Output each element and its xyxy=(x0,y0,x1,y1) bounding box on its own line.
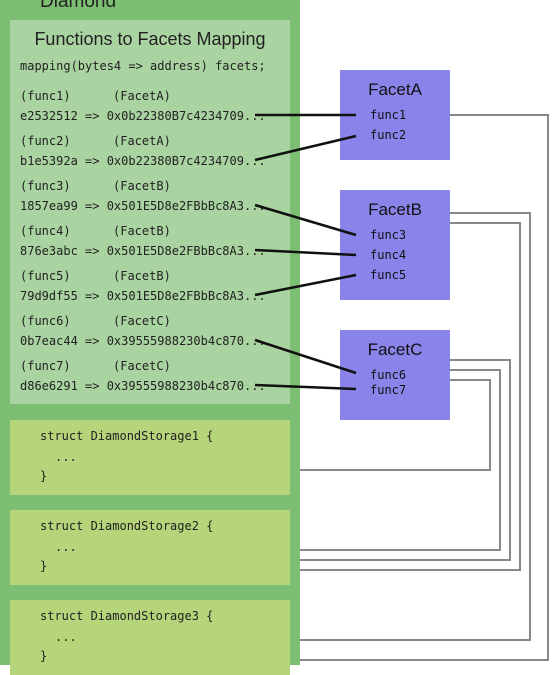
storage-ellipsis: ... xyxy=(55,540,77,554)
facet-a-box: FacetA func1 func2 xyxy=(340,70,450,160)
entry-facet-label: (FacetA) xyxy=(113,89,171,103)
mapping-declaration: mapping(bytes4 => address) facets; xyxy=(20,59,266,73)
entry-func-label: (func7) xyxy=(20,359,71,373)
connector-func4 xyxy=(254,248,357,257)
entry-func-label: (func3) xyxy=(20,179,71,193)
connector-func5 xyxy=(254,273,357,297)
storage-closing-brace: } xyxy=(40,649,48,663)
entry-mapping-line: e2532512 => 0x0b22380B7c4234709... xyxy=(20,109,266,123)
entry-func-label: (func2) xyxy=(20,134,71,148)
facet-func: func3 xyxy=(370,228,407,242)
storage-struct-line: struct DiamondStorage1 { xyxy=(40,429,214,443)
facet-func: func5 xyxy=(370,268,407,282)
entry-facet-label: (FacetB) xyxy=(113,179,171,193)
entry-func-label: (func4) xyxy=(20,224,71,238)
entry-mapping-line: d86e6291 => 0x39555988230b4c870... xyxy=(20,379,266,393)
storage-links xyxy=(300,114,549,661)
entry-func-label: (func5) xyxy=(20,269,71,283)
facet-a-name: FacetA xyxy=(368,80,422,99)
link-facet-c-storage1 xyxy=(300,379,491,471)
facet-c-box: FacetC func6 func7 xyxy=(340,330,450,420)
connector-func7 xyxy=(254,383,357,391)
facet-func: func7 xyxy=(370,383,407,397)
diamond-storage-2: struct DiamondStorage2 { ... } xyxy=(10,510,290,585)
entry-facet-label: (FacetB) xyxy=(113,269,171,283)
mapping-connectors xyxy=(254,113,357,391)
entry-facet-label: (FacetC) xyxy=(113,314,171,328)
facet-b-box: FacetB func3 func4 func5 xyxy=(340,190,450,300)
diamond-storage-1: struct DiamondStorage1 { ... } xyxy=(10,420,290,495)
mapping-title: Functions to Facets Mapping xyxy=(34,29,266,49)
link-facet-c-storage2b xyxy=(300,369,501,551)
entry-mapping-line: 1857ea99 => 0x501E5D8e2FBbBc8A3... xyxy=(20,199,266,213)
link-facet-b-storage3 xyxy=(300,212,531,641)
storage-closing-brace: } xyxy=(40,469,48,483)
facet-b-name: FacetB xyxy=(368,200,422,219)
storage-ellipsis: ... xyxy=(55,450,77,464)
diamond-storage-3: struct DiamondStorage3 { ... } xyxy=(10,600,290,675)
link-facet-b-storage2 xyxy=(300,222,521,571)
link-facet-a-storage3 xyxy=(300,114,549,661)
link-facet-c-storage2 xyxy=(300,359,511,561)
entry-mapping-line: 79d9df55 => 0x501E5D8e2FBbBc8A3... xyxy=(20,289,266,303)
entry-facet-label: (FacetC) xyxy=(113,359,171,373)
entry-mapping-line: 0b7eac44 => 0x39555988230b4c870... xyxy=(20,334,266,348)
storage-ellipsis: ... xyxy=(55,630,77,644)
diamond-container: Diamond Functions to Facets Mapping mapp… xyxy=(0,0,300,675)
facet-func: func4 xyxy=(370,248,407,262)
entry-facet-label: (FacetA) xyxy=(113,134,171,148)
facet-func: func2 xyxy=(370,128,407,142)
facet-func: func6 xyxy=(370,368,407,382)
connector-func6 xyxy=(254,338,357,375)
entry-func-label: (func6) xyxy=(20,314,71,328)
storage-struct-line: struct DiamondStorage3 { xyxy=(40,609,214,623)
connector-func3 xyxy=(254,203,357,237)
entry-facet-label: (FacetB) xyxy=(113,224,171,238)
facet-c-name: FacetC xyxy=(367,340,423,359)
diamond-title: Diamond xyxy=(40,0,117,12)
facet-func: func1 xyxy=(370,108,407,122)
connector-func2 xyxy=(254,134,357,162)
storage-struct-line: struct DiamondStorage2 { xyxy=(40,519,214,533)
mapping-panel: Functions to Facets Mapping mapping(byte… xyxy=(10,20,290,404)
entry-func-label: (func1) xyxy=(20,89,71,103)
storage-closing-brace: } xyxy=(40,559,48,573)
entry-mapping-line: 876e3abc => 0x501E5D8e2FBbBc8A3... xyxy=(20,244,266,258)
entry-mapping-line: b1e5392a => 0x0b22380B7c4234709... xyxy=(20,154,266,168)
